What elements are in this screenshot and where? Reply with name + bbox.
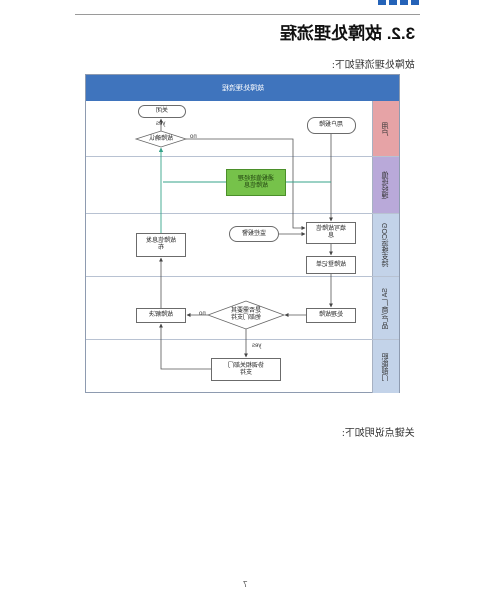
node-text: 故障信息发 布 [145,238,176,251]
node-text: 协调相关部门 支持 [227,362,264,376]
page-number: 7 [243,580,248,589]
decision-confirm: 故障确认 [136,131,186,147]
swimlane-user: 用户 [86,101,399,156]
edge-label-no: no [199,311,206,317]
swimlane-label: GOC运维支持 [372,214,399,276]
logo-square [389,0,397,5]
node-text: 故障确认 [148,135,173,142]
node-monitor-alarm: 监控报警 [229,226,279,242]
node-user-report: 用户报障 [307,117,356,134]
swimlane-duty-manager: 值班经理 [86,156,399,213]
node-text: 故障登记单 [315,261,346,268]
edge-label-yes: yes [156,121,165,127]
flowchart-header: 故障处理流程 [86,75,399,101]
node-fill-info: 填写故障信 息 [306,222,356,244]
node-resolved: 故障解决 [136,308,186,323]
decision-support-diamond [206,300,286,330]
edge-label-text: no [199,311,206,317]
swimlane-sa-vendor: SA 厂商/产品 [86,276,399,339]
edge-confirm-no [186,138,306,230]
edge-label-text: no [190,134,197,140]
decision-confirm-diamond [134,130,188,148]
node-publish-info: 故障信息发 布 [136,233,186,257]
node-text: 故障解决 [148,312,173,318]
section-heading: 3.2. 故障处理流程 [279,24,415,43]
key-points-intro: 关键点说明如下: [342,428,415,439]
header-divider [75,14,420,15]
node-coordinate: 协调相关部门 支持 [211,358,281,381]
node-text: 通报值班经理 故障信息 [237,175,274,189]
section-intro: 故障处理流程如下: [332,60,415,71]
node-text: 是否需要其 他部门支持 [230,308,261,321]
node-close: 关闭 [138,105,186,118]
node-text: 处理故障 [318,312,343,318]
decision-need-support: 是否需要其 他部门支持 [208,301,284,329]
swimlane-label: 用户 [372,101,399,156]
logo-square [400,0,408,5]
logo-square [411,0,419,5]
node-handle: 处理故障 [306,308,356,323]
swimlane-departments: 职能部门 [86,339,399,393]
fault-handling-flowchart: 故障处理流程 用户 值班经理 GOC运维支持 SA 厂商/产品 职能部门 [85,74,400,393]
edge-label-yes: yes [252,343,261,349]
node-text: 关闭 [155,108,168,114]
header-logo-squares [378,0,419,5]
logo-square [378,0,386,5]
node-register: 故障登记单 [306,256,356,274]
edge-label-no: no [190,134,197,140]
edge-coordinate-to-resolved [159,323,211,370]
node-text: 监控报警 [241,230,266,237]
swimlane-label: 职能部门 [372,340,399,393]
edge-label-text: yes [156,121,166,127]
swimlane-label: 值班经理 [372,157,399,213]
flowchart-connectors [134,118,333,370]
swimlane-label: SA 厂商/产品 [372,277,399,339]
node-text: 用户报障 [319,122,344,128]
node-notify-manager: 通报值班经理 故障信息 [226,169,286,196]
node-text: 填写故障信 息 [315,226,346,239]
edge-label-text: yes [252,343,262,349]
swimlane-goc: GOC运维支持 [86,213,399,276]
